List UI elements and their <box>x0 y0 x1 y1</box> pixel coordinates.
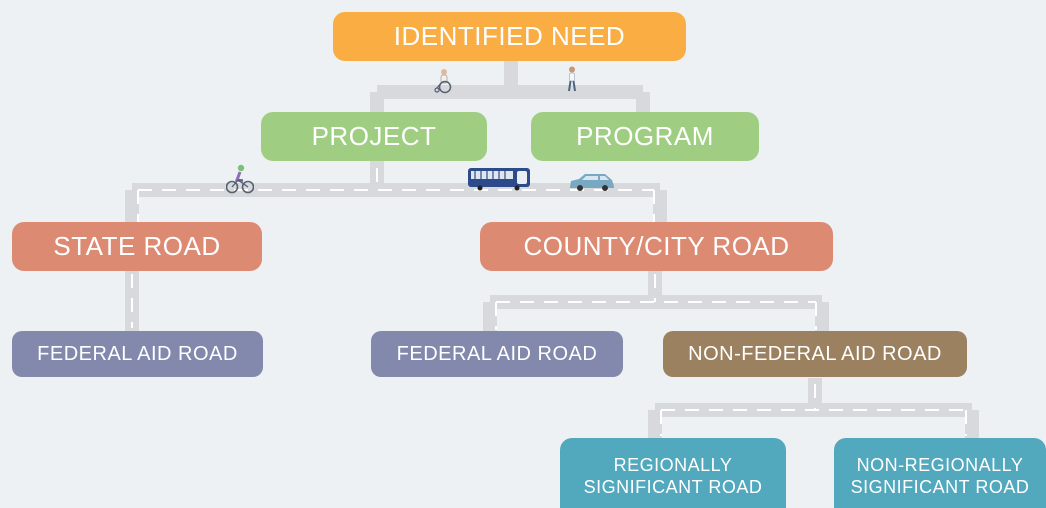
wheelchair-user-icon <box>434 69 452 94</box>
non-regionally-significant-road-box: NON-REGIONALLY SIGNIFICANT ROAD <box>834 438 1046 508</box>
non-regionally-significant-line-1: NON-REGIONALLY <box>856 454 1024 475</box>
regionally-significant-line-1: REGIONALLY <box>613 454 733 475</box>
county-city-road-box: COUNTY/CITY ROAD <box>480 222 833 271</box>
regionally-significant-line-2: SIGNIFICANT ROAD <box>583 477 763 497</box>
cyclist-icon <box>226 164 254 194</box>
non-federal-aid-road-box: NON-FEDERAL AID ROAD <box>663 331 967 377</box>
federal-aid-road-box-state: FEDERAL AID ROAD <box>12 331 263 377</box>
bus-icon <box>468 168 530 191</box>
regionally-significant-road-box: REGIONALLY SIGNIFICANT ROAD <box>560 438 786 508</box>
project-box: PROJECT <box>261 112 487 161</box>
pedestrian-icon <box>568 66 576 92</box>
connector-need <box>370 60 650 115</box>
federal-aid-road-box-county: FEDERAL AID ROAD <box>371 331 623 377</box>
identified-need-box: IDENTIFIED NEED <box>333 12 686 61</box>
car-icon <box>570 174 614 191</box>
program-box: PROGRAM <box>531 112 759 161</box>
state-road-box: STATE ROAD <box>12 222 262 271</box>
non-regionally-significant-line-2: SIGNIFICANT ROAD <box>850 477 1030 497</box>
